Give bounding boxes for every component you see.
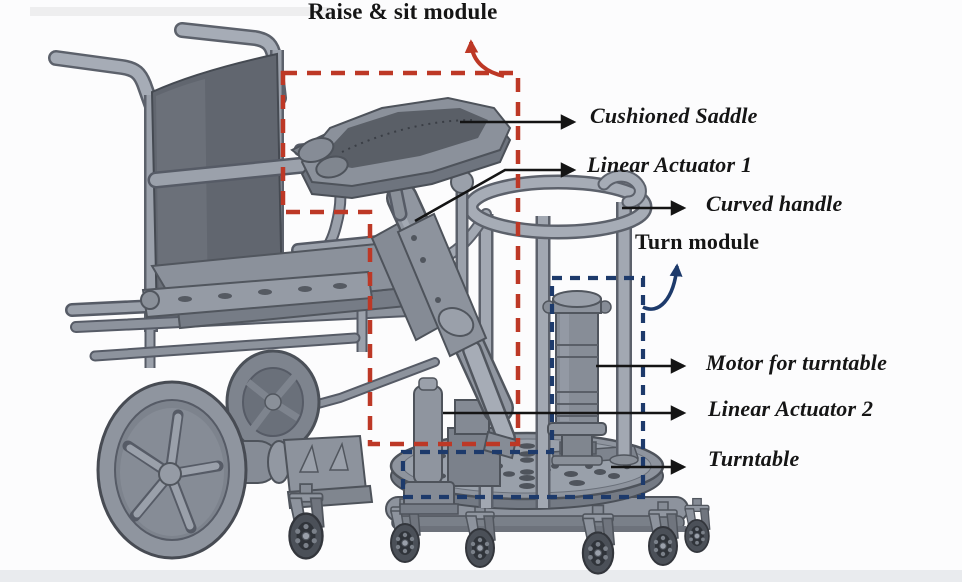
trolley-caster (581, 504, 616, 575)
rear-wheel (225, 349, 321, 455)
label-raise-sit-module: Raise & sit module (308, 0, 498, 24)
turn-module-arrow (642, 263, 683, 311)
trolley-caster (648, 501, 679, 566)
front-caster (288, 482, 325, 560)
raise-sit-module-arrow (464, 39, 505, 78)
armrest (147, 154, 385, 260)
callout-leaders (414, 114, 687, 475)
trolley-caster (684, 497, 711, 554)
label-linear-actuator-1: Linear Actuator 1 (587, 152, 753, 177)
label-curved-handle: Curved handle (706, 191, 843, 216)
trolley-caster (465, 503, 496, 568)
turn-module-outline (400, 275, 646, 500)
label-turntable: Turntable (708, 446, 800, 471)
turntable-motor (542, 290, 612, 466)
label-cushioned-saddle: Cushioned Saddle (590, 103, 758, 128)
top-strip (30, 7, 330, 16)
label-linear-actuator-2: Linear Actuator 2 (708, 396, 874, 421)
callout-arrow-linear-actuator-1 (414, 162, 577, 223)
seat-cushion (140, 238, 450, 330)
label-turn-module: Turn module (635, 229, 760, 254)
front-wheel (96, 380, 248, 560)
cushioned-saddle (290, 96, 512, 222)
label-motor-for-turntable: Motor for turntable (706, 350, 888, 375)
backrest (144, 50, 284, 332)
linear-actuator-1 (370, 182, 518, 460)
raise-sit-module-outline (280, 70, 521, 447)
wheelchair-render (48, 22, 458, 560)
linear-actuator-2 (399, 377, 501, 515)
floor-strip (0, 570, 962, 582)
